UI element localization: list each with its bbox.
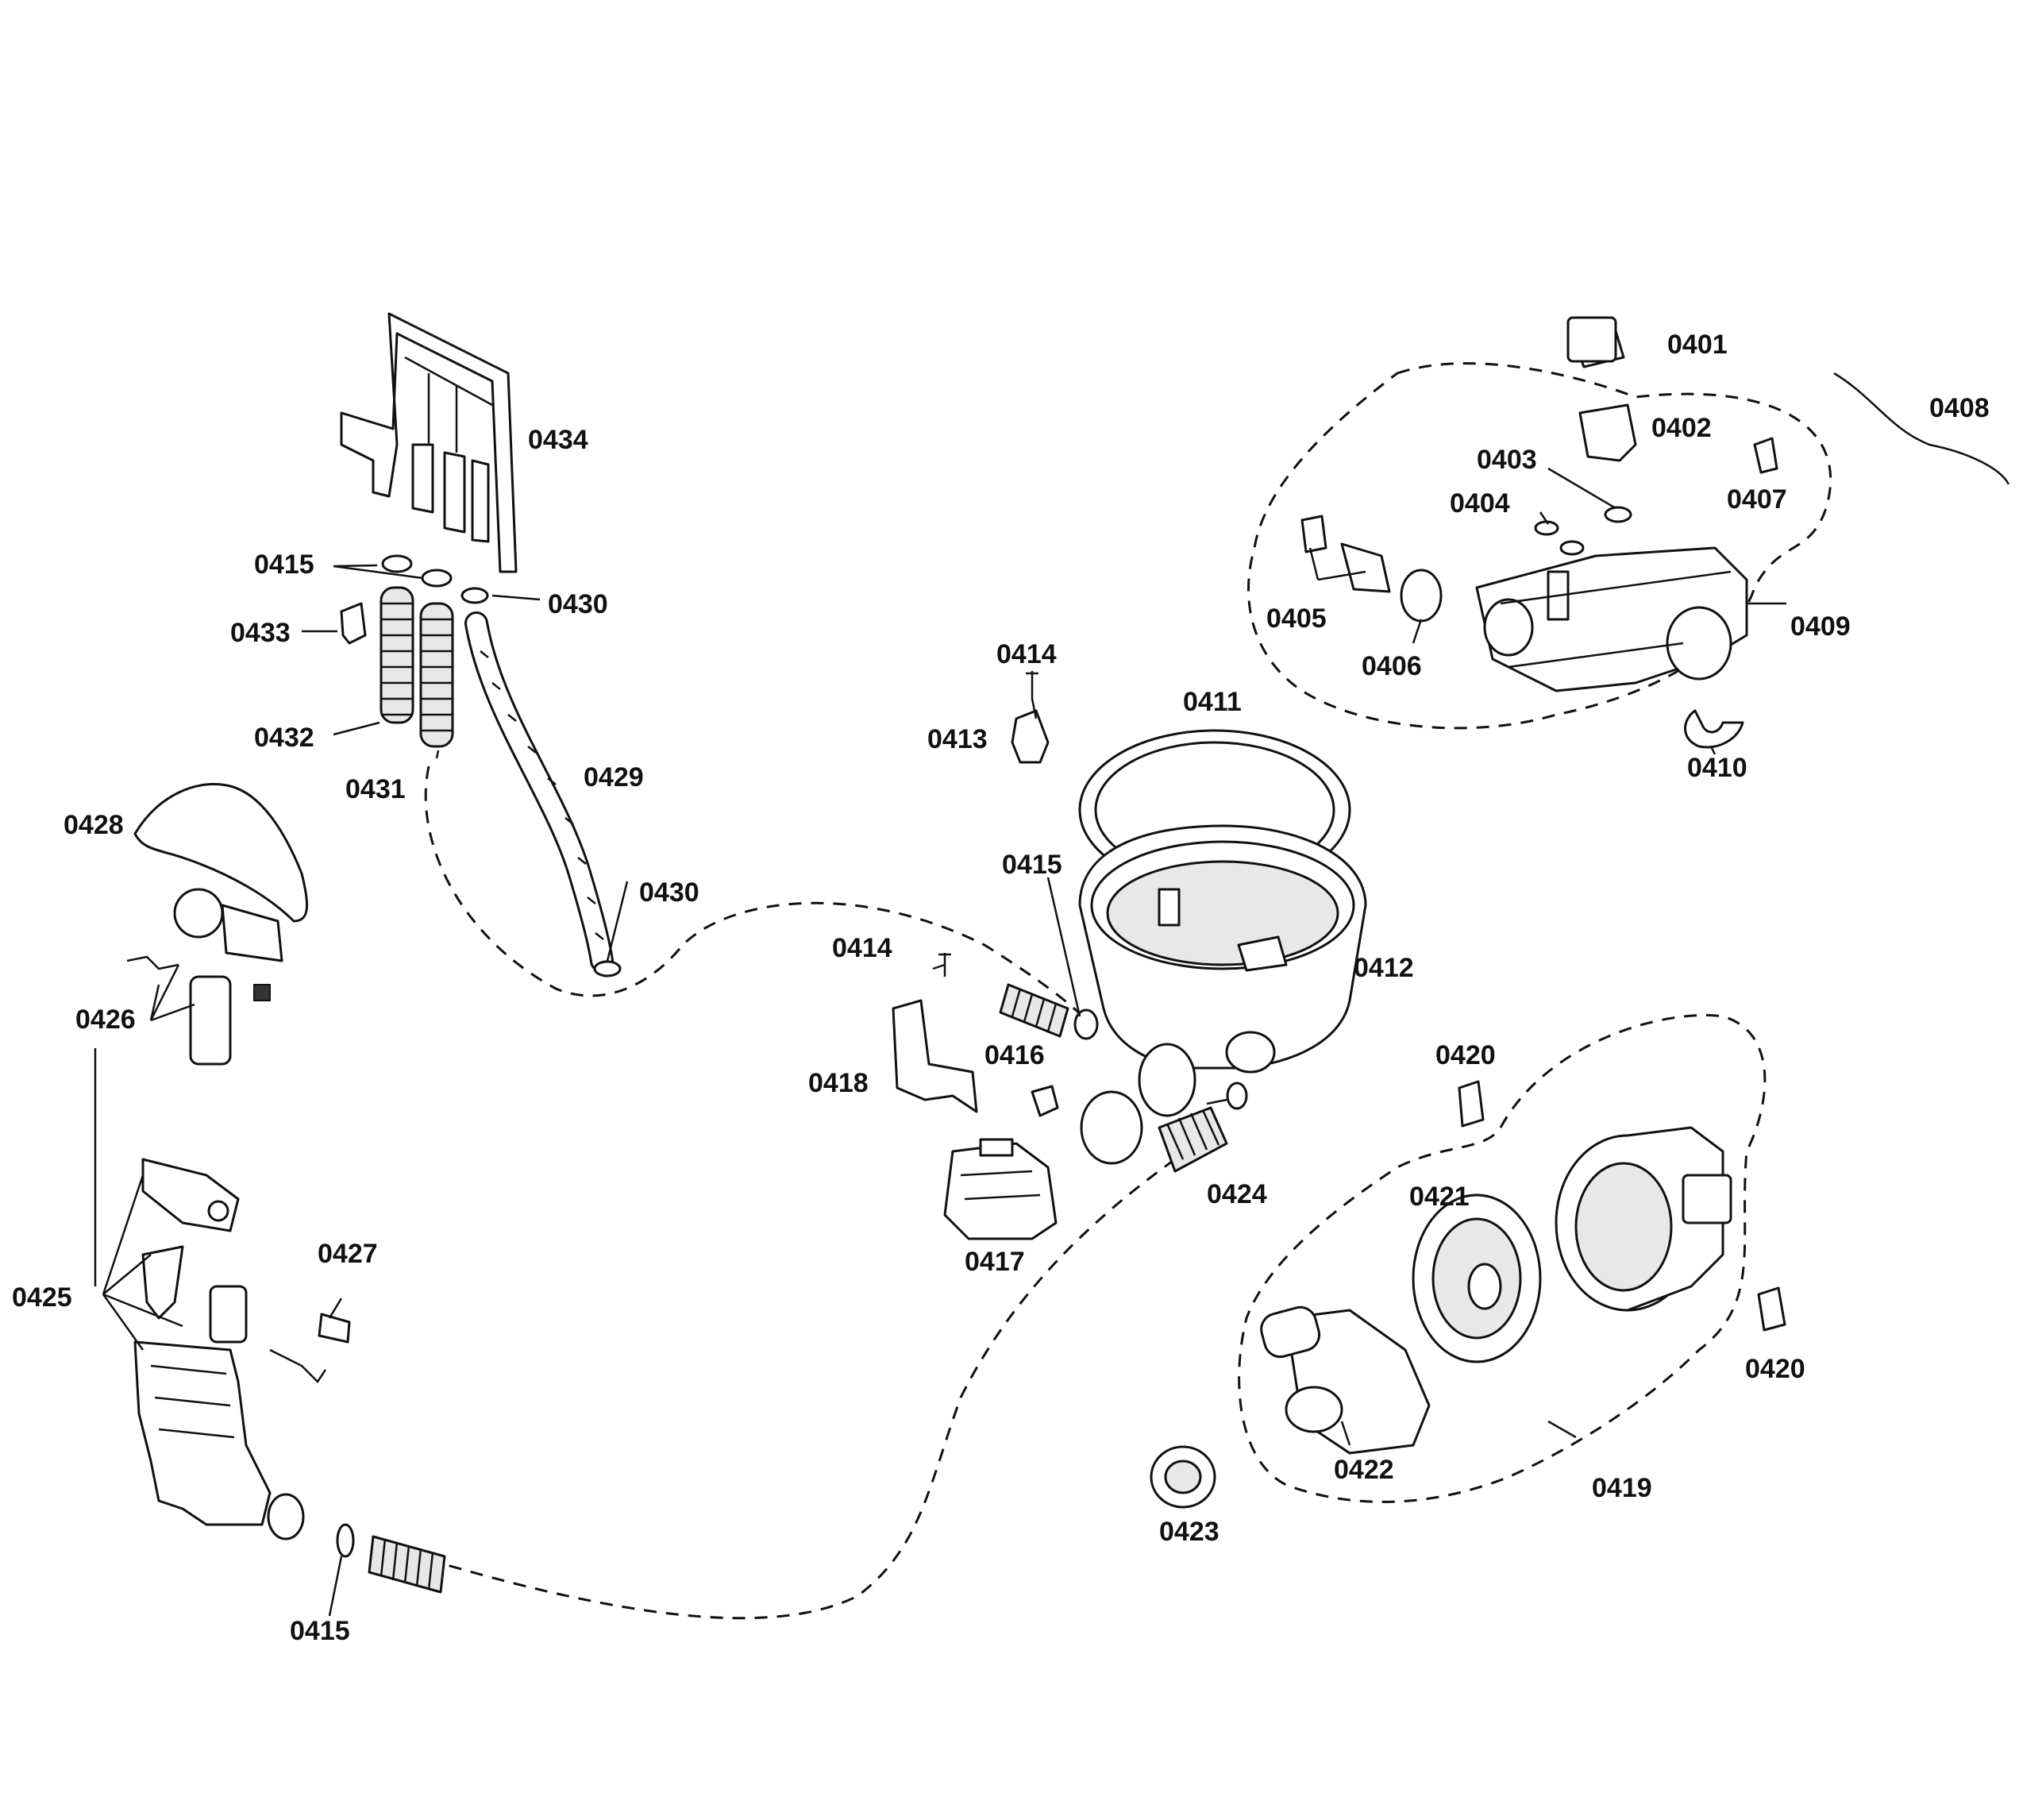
part-0422-pump-volute — [1260, 1305, 1431, 1455]
label-0414-top: 0414 — [996, 639, 1057, 669]
part-0433-clip — [340, 602, 367, 645]
label-0434: 0434 — [528, 425, 588, 455]
label-0432: 0432 — [254, 723, 314, 753]
label-0422: 0422 — [1334, 1455, 1394, 1485]
label-0403: 0403 — [1477, 445, 1537, 475]
part-0414-screw-top — [1026, 671, 1038, 699]
hose-route-0429 — [424, 765, 1097, 1033]
label-0409: 0409 — [1790, 611, 1851, 642]
label-0414-mid: 0414 — [832, 933, 892, 963]
part-0415-ring-mid — [1073, 1008, 1099, 1040]
part-0430-clamp-top — [460, 587, 489, 604]
part-0402-sensor — [1578, 403, 1637, 462]
label-0418: 0418 — [808, 1068, 869, 1098]
label-0412: 0412 — [1354, 953, 1414, 983]
label-0407: 0407 — [1727, 484, 1787, 515]
part-0424-lower-hose — [368, 1535, 446, 1594]
part-0412-sump — [1078, 824, 1367, 1117]
part-0415-ring-b — [421, 569, 453, 588]
label-0415-top: 0415 — [254, 549, 314, 580]
label-0410: 0410 — [1687, 753, 1747, 783]
label-0430-bottom: 0430 — [639, 877, 699, 908]
label-0405: 0405 — [1266, 603, 1327, 634]
part-0426-valve-assembly — [126, 888, 283, 1066]
assembly-0419-outline — [1238, 1014, 1767, 1503]
part-0428-cover — [133, 783, 309, 923]
part-0415-ring-a — [381, 554, 413, 573]
label-0402: 0402 — [1651, 413, 1712, 443]
part-0409-heater-housing — [1475, 546, 1748, 692]
label-0425: 0425 — [12, 1282, 72, 1313]
label-0417: 0417 — [965, 1247, 1025, 1277]
part-0420-clip-b — [1757, 1286, 1786, 1332]
hose-route-0424 — [444, 1158, 1176, 1620]
part-0419-pump-motor — [1555, 1126, 1732, 1312]
label-0426: 0426 — [75, 1004, 136, 1035]
label-0415-bottom: 0415 — [290, 1616, 350, 1646]
label-0419: 0419 — [1592, 1473, 1652, 1503]
part-0410-clamp — [1684, 709, 1744, 749]
part-0431-corrugated-hose — [419, 602, 454, 748]
part-0429-braided-hose — [464, 611, 614, 973]
label-0424: 0424 — [1207, 1179, 1267, 1209]
label-0404: 0404 — [1450, 488, 1510, 519]
label-0401: 0401 — [1667, 330, 1728, 360]
part-0405-connector — [1300, 515, 1391, 593]
part-0424-hose — [1158, 1106, 1228, 1173]
part-0423-grommet — [1150, 1445, 1216, 1509]
part-0413-bracket — [1011, 709, 1050, 764]
label-0416: 0416 — [984, 1040, 1045, 1070]
label-0413: 0413 — [927, 724, 988, 754]
label-0430-top: 0430 — [548, 589, 608, 619]
part-connector-hose — [999, 983, 1069, 1038]
label-0406: 0406 — [1362, 651, 1422, 681]
label-0420-right: 0420 — [1745, 1354, 1805, 1384]
part-0427-clip — [318, 1313, 351, 1344]
part-0421-impeller-housing — [1412, 1193, 1542, 1363]
part-0417-drain-pump — [943, 1138, 1058, 1240]
part-0430-clamp-bottom — [593, 960, 622, 977]
part-0416-clip — [1031, 1085, 1059, 1117]
part-0425-softener-assembly — [133, 1158, 327, 1540]
leader-lines — [94, 467, 1786, 1617]
part-0415-ring-c — [336, 1523, 355, 1558]
label-0408: 0408 — [1929, 393, 1990, 423]
part-0434-cover — [340, 312, 518, 573]
part-0408-wire — [1833, 372, 2010, 485]
part-labels: 0401 0402 0403 0404 0405 0406 0407 0408 … — [12, 330, 1990, 1646]
label-0427: 0427 — [318, 1239, 378, 1269]
part-0407-clip — [1753, 437, 1778, 474]
part-0406-oring — [1400, 569, 1443, 623]
label-0420-top: 0420 — [1435, 1040, 1496, 1070]
label-0433: 0433 — [230, 618, 291, 648]
part-0418-bracket — [892, 999, 978, 1113]
label-0421: 0421 — [1409, 1182, 1470, 1212]
part-sump-oring — [1080, 1090, 1143, 1165]
part-0424-ring — [1226, 1082, 1248, 1110]
assembly-0409-outline — [1247, 362, 1832, 730]
label-0411: 0411 — [1183, 687, 1242, 717]
label-0428: 0428 — [64, 810, 124, 840]
part-0404-ring-b — [1559, 540, 1585, 556]
part-0420-clip-a — [1458, 1080, 1485, 1128]
part-0401-cap — [1566, 316, 1617, 363]
part-0432-corrugated-hose — [380, 586, 414, 724]
part-0404-ring — [1534, 520, 1559, 536]
part-0403-ring — [1604, 506, 1632, 523]
label-0431: 0431 — [345, 774, 406, 804]
label-0415-mid: 0415 — [1002, 850, 1062, 880]
label-0423: 0423 — [1159, 1517, 1219, 1547]
label-0429: 0429 — [584, 762, 644, 792]
